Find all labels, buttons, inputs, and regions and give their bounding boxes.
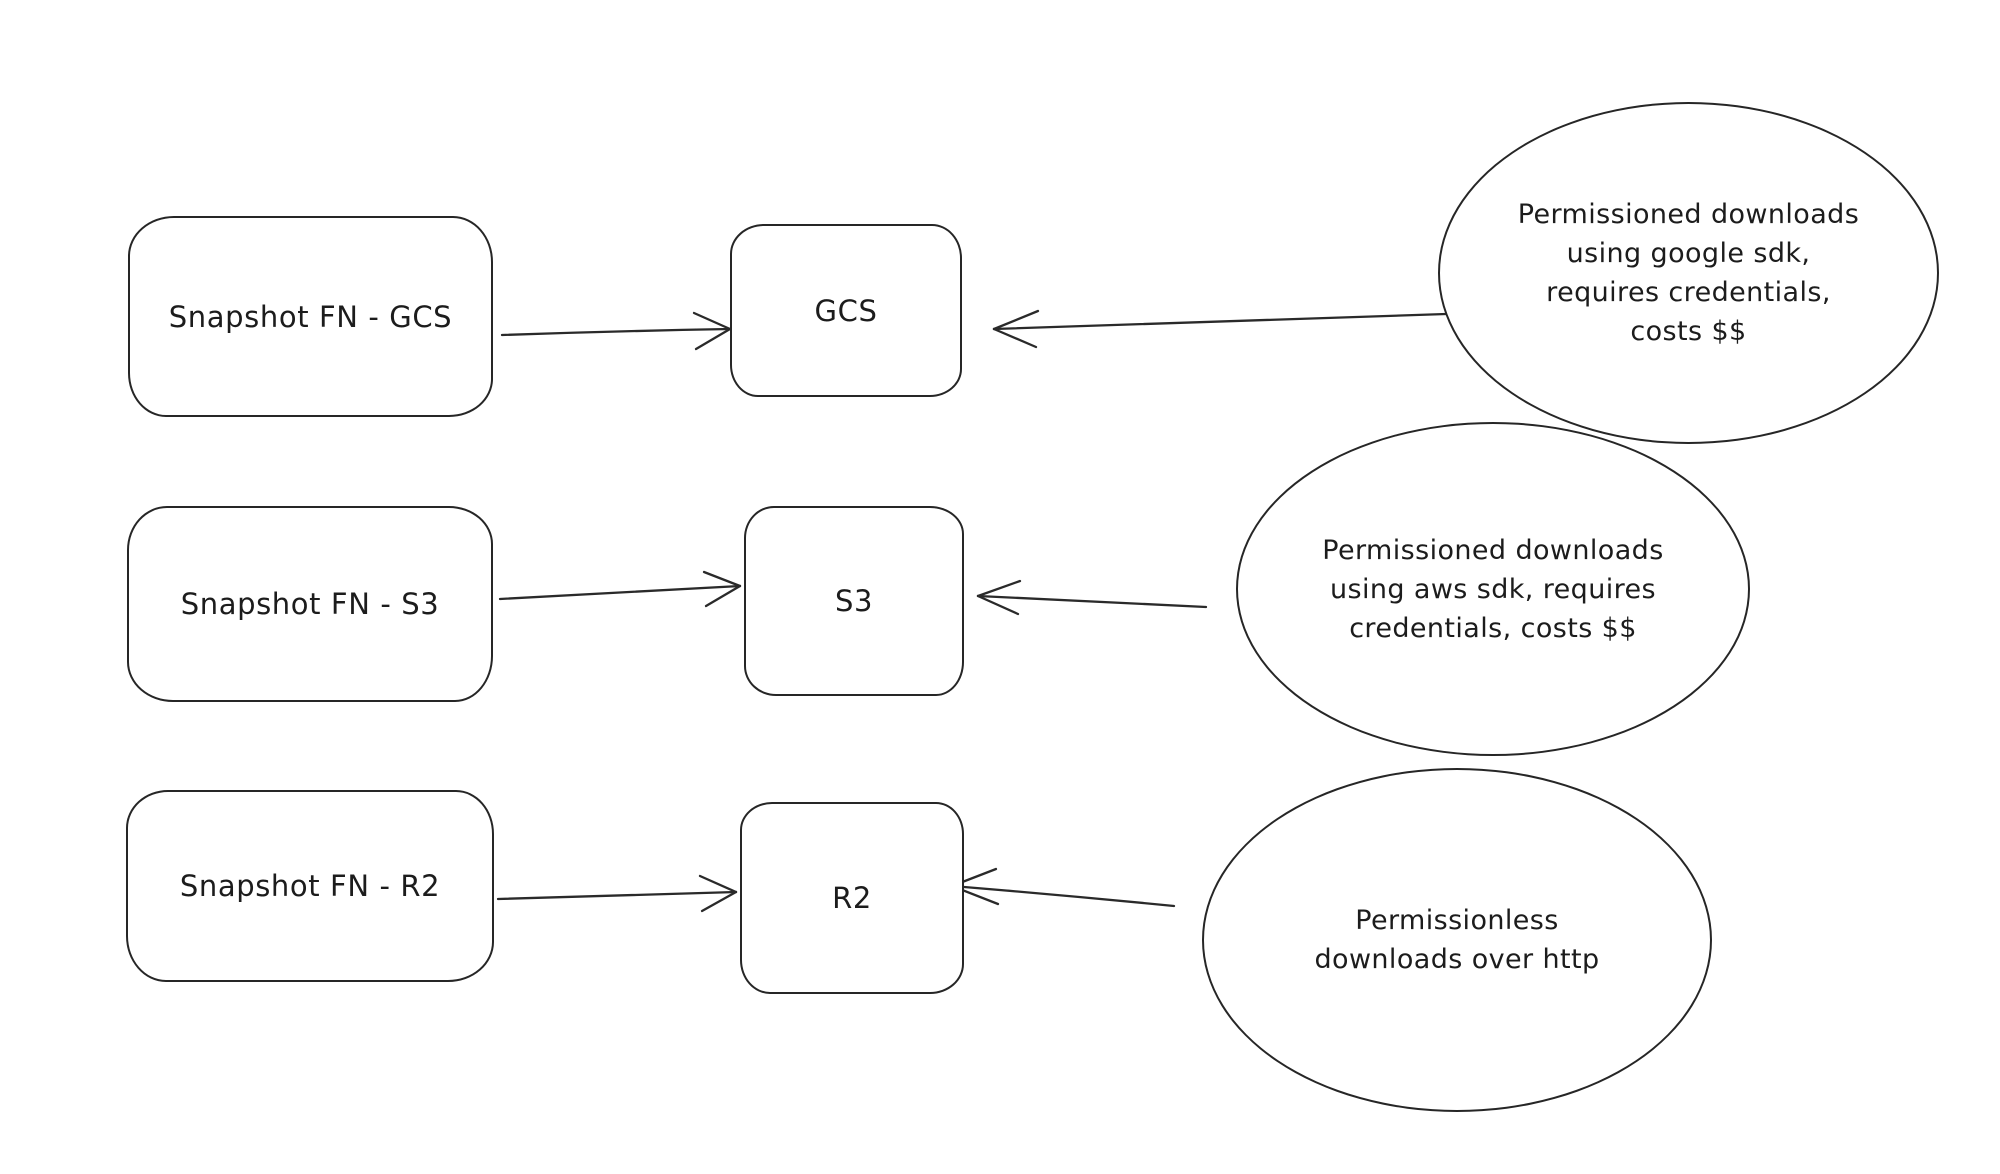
node-gcs[interactable]: GCS	[730, 224, 962, 397]
note-line: requires credentials,	[1546, 277, 1831, 308]
note-line: costs $$	[1630, 316, 1747, 347]
arrow-note-to-r2[interactable]	[950, 867, 1176, 908]
note-ellipse-r2[interactable]: Permissionless downloads over http	[1202, 768, 1712, 1112]
node-label: R2	[832, 881, 872, 915]
note-line: Permissionless	[1355, 905, 1559, 936]
arrow-snapshot-gcs-to-gcs[interactable]	[500, 311, 732, 351]
node-snapshot-fn-r2[interactable]: Snapshot FN - R2	[126, 790, 494, 982]
note-line: using google sdk,	[1566, 238, 1811, 269]
node-label: Snapshot FN - GCS	[168, 299, 453, 334]
arrow-note-to-s3[interactable]	[976, 579, 1208, 616]
node-label: Snapshot FN - R2	[179, 869, 441, 903]
node-label: GCS	[814, 293, 878, 328]
note-line: downloads over http	[1314, 944, 1600, 975]
note-ellipse-s3[interactable]: Permissioned downloads using aws sdk, re…	[1236, 422, 1750, 756]
note-line: credentials, costs $$	[1349, 612, 1637, 644]
node-snapshot-fn-gcs[interactable]: Snapshot FN - GCS	[128, 216, 493, 417]
note-line: Permissioned downloads	[1322, 534, 1664, 566]
note-line: Permissioned downloads	[1517, 199, 1860, 230]
node-s3[interactable]: S3	[744, 506, 964, 696]
node-label: Snapshot FN - S3	[180, 587, 440, 621]
arrow-snapshot-s3-to-s3[interactable]	[498, 570, 742, 608]
arrow-note-to-gcs[interactable]	[992, 309, 1448, 349]
arrow-snapshot-r2-to-r2[interactable]	[496, 874, 738, 913]
node-label: S3	[834, 584, 874, 618]
node-snapshot-fn-s3[interactable]: Snapshot FN - S3	[127, 506, 493, 702]
node-r2[interactable]: R2	[740, 802, 964, 994]
note-ellipse-gcs[interactable]: Permissioned downloads using google sdk,…	[1438, 102, 1939, 444]
note-line: using aws sdk, requires	[1329, 573, 1657, 605]
